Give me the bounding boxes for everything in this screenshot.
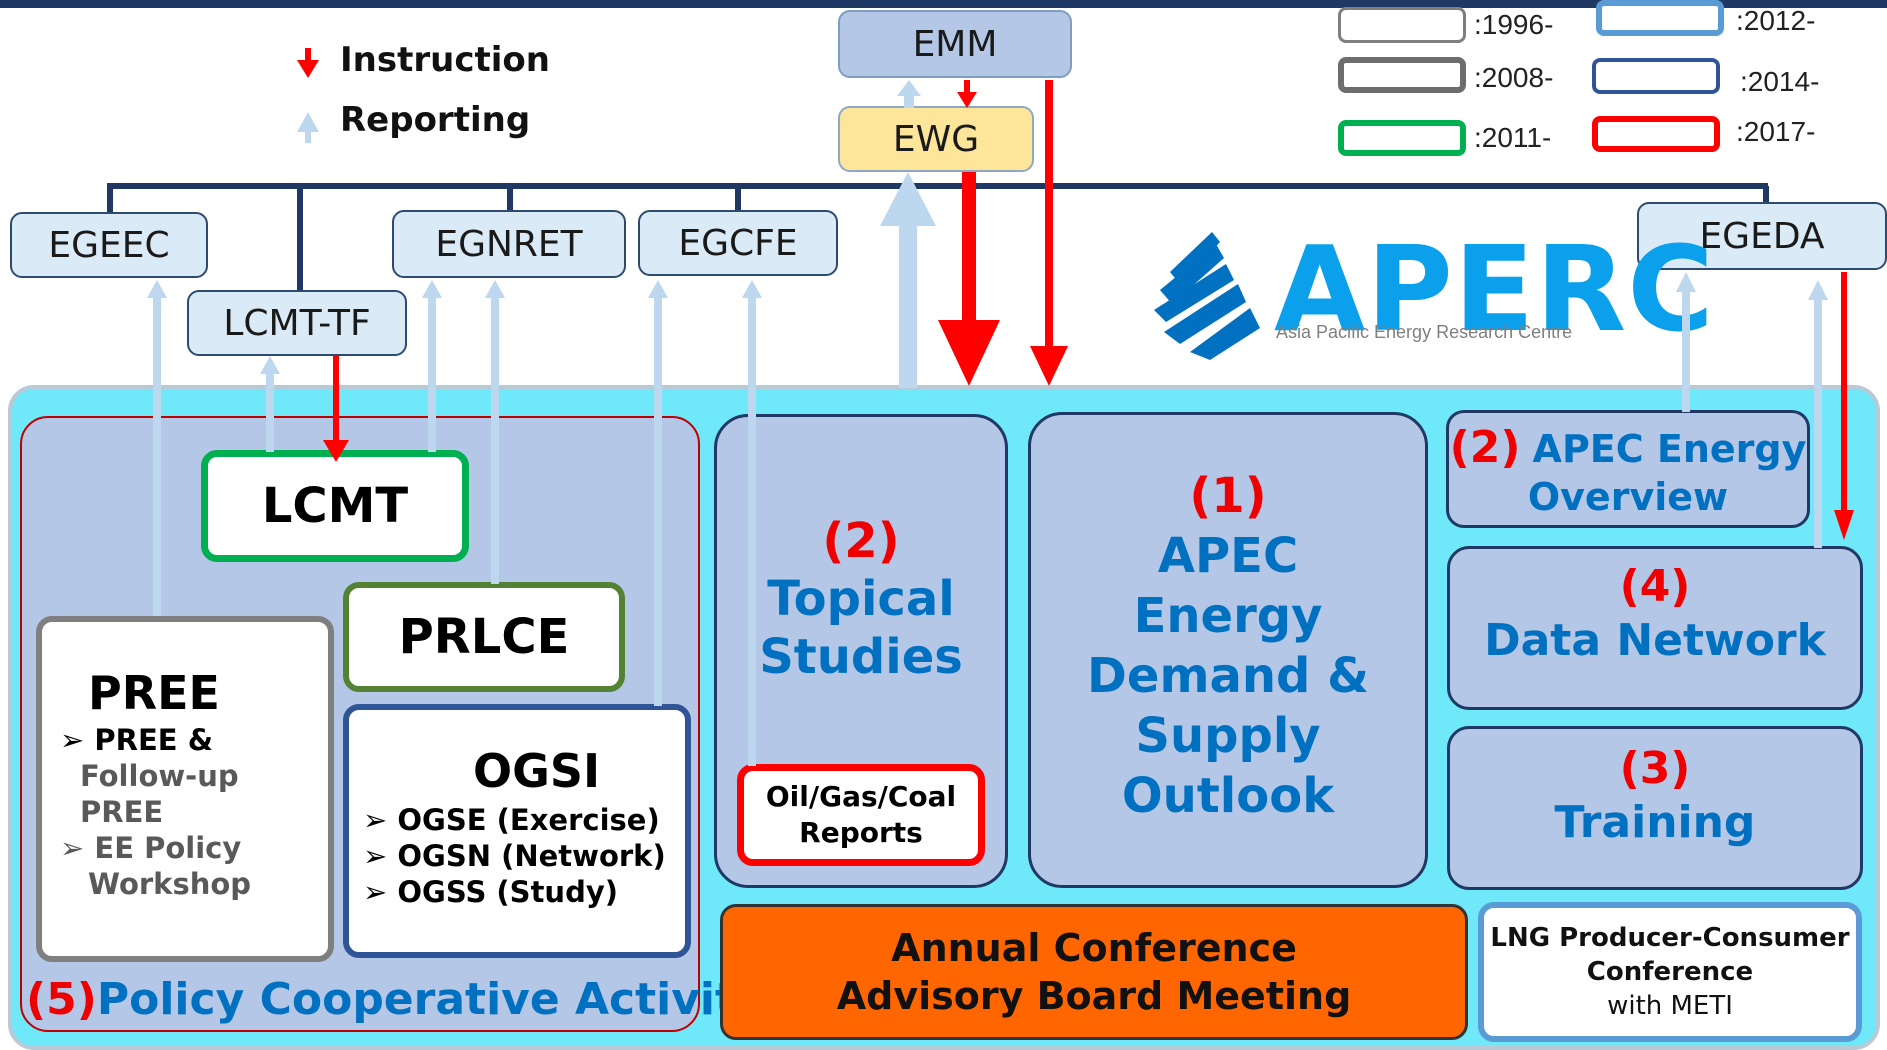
ogsi-box: OGSI ➢ OGSE (Exercise) ➢ OGSN (Network) … [343, 704, 691, 958]
pree-title: PREE [88, 666, 220, 720]
outlook-heading: (1) APEC Energy Demand & Supply Outlook [1028, 466, 1428, 826]
pree-item-3: PREE [80, 795, 164, 829]
outlook-line-3: Demand & [1087, 648, 1369, 704]
policy-footer-num: (5) [26, 974, 97, 1025]
egeec-node: EGEEC [10, 212, 208, 278]
overview-heading: (2) APEC Energy Overview [1446, 424, 1810, 521]
ogsi-bullet-3: ➢ OGSS (Study) [363, 875, 618, 909]
reports-box: Oil/Gas/Coal Reports [737, 764, 985, 866]
training-num: (3) [1619, 743, 1691, 794]
outlook-line-4: Supply [1135, 708, 1321, 764]
reports-line-1: Oil/Gas/Coal [765, 780, 957, 813]
lng-line-2: Conference [1586, 957, 1754, 987]
data-network-text: Data Network [1484, 615, 1826, 666]
lcmt-tf-node: LCMT-TF [187, 290, 407, 356]
egcfe-node: EGCFE [638, 210, 838, 276]
hierarchy-lines [107, 183, 1769, 292]
prlce-box: PRLCE [343, 582, 625, 692]
ogsi-bullet-1: ➢ OGSE (Exercise) [363, 803, 660, 837]
legend-box-2014 [1592, 58, 1720, 94]
ogsi-item-2: OGSN (Network) [397, 839, 666, 873]
conference-line-1: Annual Conference [891, 926, 1297, 970]
legend-label-2014: :2014- [1740, 66, 1820, 97]
lng-box: LNG Producer-Consumer Conference with ME… [1478, 902, 1862, 1042]
pree-bullet-1: ➢ PREE & [60, 723, 213, 757]
legend-label-2008: :2008- [1474, 62, 1554, 93]
lng-line-3: with METI [1607, 991, 1733, 1021]
pree-bullet-2: ➢ EE Policy [60, 831, 242, 865]
legend-reporting-label: Reporting [340, 100, 531, 140]
overview-num: (2) [1449, 422, 1521, 473]
training-panel [1447, 726, 1863, 890]
aperc-logo-text: APERC [1274, 220, 1715, 358]
conference-box: Annual Conference Advisory Board Meeting [720, 904, 1468, 1040]
outlook-line-5: Outlook [1121, 768, 1335, 824]
training-text: Training [1554, 797, 1756, 848]
legend-label-2017: :2017- [1736, 116, 1816, 147]
outlook-line-2: Energy [1133, 588, 1323, 644]
egnret-node: EGNRET [392, 210, 626, 278]
reporting-arrow-icon [297, 112, 319, 143]
aperc-logo-subtitle: Asia Pacific Energy Research Centre [1276, 322, 1573, 342]
topical-heading: (2) Topical Studies [714, 512, 1008, 686]
legend-label-1996: :1996- [1474, 9, 1554, 40]
pree-item-5: Workshop [88, 867, 252, 901]
lng-line-1: LNG Producer-Consumer [1490, 923, 1850, 953]
ogsi-bullet-2: ➢ OGSN (Network) [363, 839, 666, 873]
overview-line-1: APEC Energy [1532, 427, 1807, 471]
conference-line-2: Advisory Board Meeting [836, 974, 1352, 1018]
legend-box-2017 [1592, 116, 1720, 152]
legend-arrows [297, 48, 319, 143]
ogsi-title: OGSI [473, 744, 601, 798]
pree-item-4: EE Policy [94, 831, 242, 865]
topical-line-2: Studies [759, 629, 963, 685]
legend-label-2012: :2012- [1736, 5, 1816, 36]
egeda-node: EGEDA [1637, 202, 1887, 270]
data-network-num: (4) [1619, 561, 1691, 612]
ewg-node: EWG [838, 106, 1034, 172]
policy-footer-text: Policy Cooperative Activities [96, 974, 808, 1025]
reports-line-2: Reports [799, 816, 923, 849]
policy-footer: (5)Policy Cooperative Activities [26, 974, 807, 1025]
topical-line-1: Topical [767, 571, 955, 627]
training-heading: (3) Training [1447, 742, 1863, 850]
pree-item-2: Follow-up [80, 759, 239, 793]
emm-node: EMM [838, 10, 1072, 78]
legend-box-2011 [1338, 120, 1466, 156]
ogsi-item-1: OGSE (Exercise) [397, 803, 660, 837]
instruction-arrow-icon [297, 48, 319, 78]
legend-box-2008 [1338, 57, 1466, 93]
overview-panel [1446, 410, 1810, 528]
legend-instruction-label: Instruction [340, 40, 550, 80]
topical-num: (2) [822, 513, 900, 569]
overview-line-2: Overview [1527, 475, 1729, 519]
aperc-logo-icon [1154, 232, 1260, 360]
outlook-line-1: APEC [1157, 528, 1299, 584]
ogsi-item-3: OGSS (Study) [397, 875, 618, 909]
pree-box: PREE ➢ PREE & Follow-up PREE ➢ EE Policy… [36, 616, 334, 962]
outlook-num: (1) [1189, 468, 1267, 524]
data-network-heading: (4) Data Network [1447, 560, 1863, 668]
legend-box-1996 [1338, 7, 1466, 43]
outlook-panel [1028, 412, 1428, 888]
legend-label-2011: :2011- [1474, 122, 1552, 153]
legend-box-2012 [1596, 0, 1724, 36]
lcmt-box: LCMT [201, 450, 469, 562]
pree-item-1: PREE & [94, 723, 213, 757]
header-bar [0, 0, 1887, 8]
data-network-panel [1447, 546, 1863, 710]
